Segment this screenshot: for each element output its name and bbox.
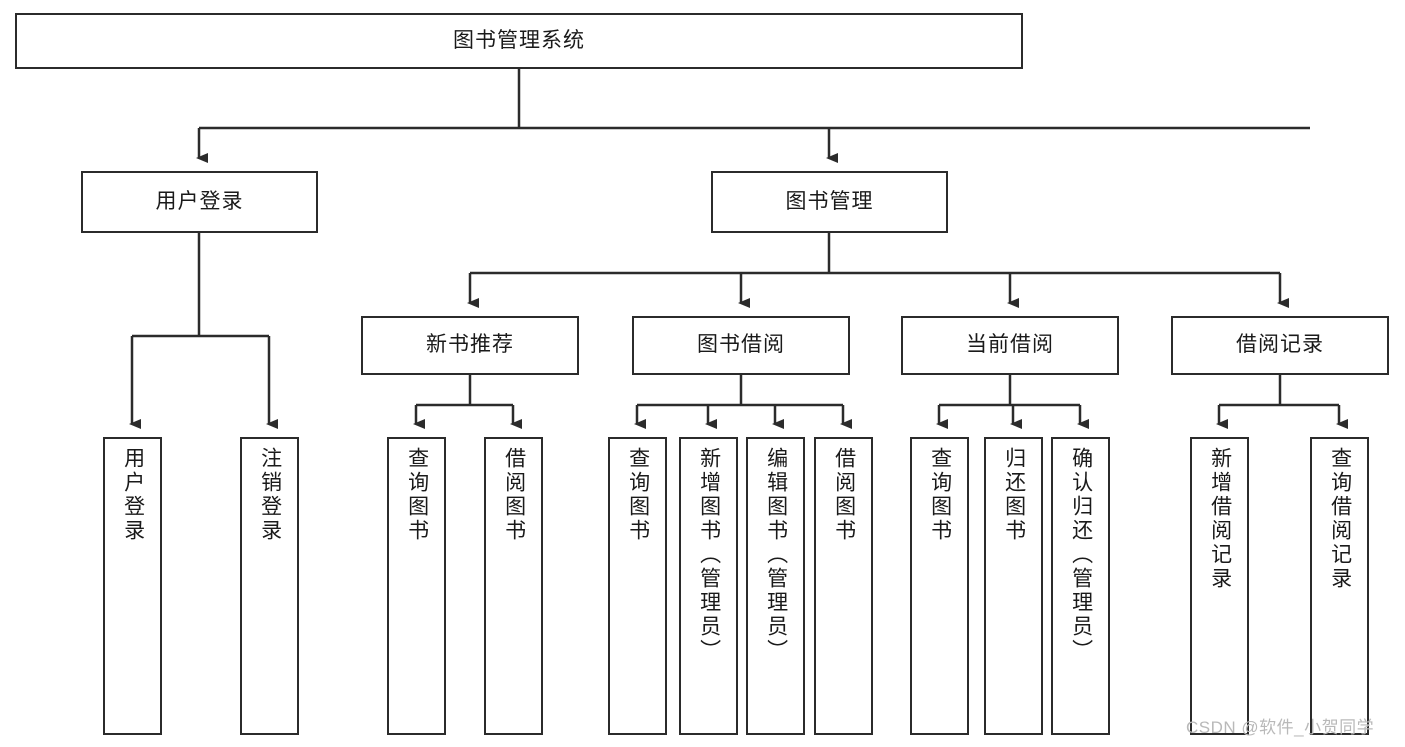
leaf-user-login[interactable]: 用户登录 xyxy=(103,437,162,735)
node-new-book-recommend-label: 新书推荐 xyxy=(426,333,514,357)
leaf-return-book[interactable]: 归还图书 xyxy=(984,437,1043,735)
leaf-query-book-1-label: 查询图书 xyxy=(405,447,429,543)
node-user-login[interactable]: 用户登录 xyxy=(81,171,318,233)
node-root[interactable]: 图书管理系统 xyxy=(15,13,1023,69)
leaf-user-login-label: 用户登录 xyxy=(121,447,145,543)
leaf-user-logout-label: 注销登录 xyxy=(258,447,282,543)
leaf-edit-book-admin[interactable]: 编辑图书（管理员） xyxy=(746,437,805,735)
leaf-return-book-label: 归还图书 xyxy=(1002,447,1026,543)
node-current-borrow[interactable]: 当前借阅 xyxy=(901,316,1119,375)
edge-group-root xyxy=(196,69,1310,163)
leaf-query-book-1[interactable]: 查询图书 xyxy=(387,437,446,735)
leaf-add-borrow-record-label: 新增借阅记录 xyxy=(1208,447,1232,591)
edge-group-new-book-rec xyxy=(413,375,522,429)
edge-group-user-login xyxy=(129,233,278,429)
node-borrow-record-label: 借阅记录 xyxy=(1236,333,1324,357)
node-user-login-label: 用户登录 xyxy=(155,189,244,213)
node-borrow-record[interactable]: 借阅记录 xyxy=(1171,316,1389,375)
edge-group-book-manage xyxy=(467,233,1289,308)
leaf-add-book-admin[interactable]: 新增图书（管理员） xyxy=(679,437,738,735)
node-book-manage[interactable]: 图书管理 xyxy=(711,171,948,233)
leaf-confirm-return-admin-label: 确认归还（管理员） xyxy=(1069,447,1093,663)
leaf-add-book-admin-label: 新增图书（管理员） xyxy=(697,447,721,663)
leaf-borrow-book-2[interactable]: 借阅图书 xyxy=(814,437,873,735)
leaf-borrow-book-1-label: 借阅图书 xyxy=(502,447,526,543)
leaf-add-borrow-record[interactable]: 新增借阅记录 xyxy=(1190,437,1249,735)
leaf-query-book-2[interactable]: 查询图书 xyxy=(608,437,667,735)
leaf-confirm-return-admin[interactable]: 确认归还（管理员） xyxy=(1051,437,1110,735)
leaf-user-logout[interactable]: 注销登录 xyxy=(240,437,299,735)
node-book-borrow[interactable]: 图书借阅 xyxy=(632,316,850,375)
node-book-borrow-label: 图书借阅 xyxy=(697,333,785,357)
node-root-label: 图书管理系统 xyxy=(453,28,585,52)
node-new-book-recommend[interactable]: 新书推荐 xyxy=(361,316,579,375)
edge-group-borrow-record xyxy=(1216,375,1348,429)
edge-group-book-borrow xyxy=(634,375,852,429)
leaf-query-book-2-label: 查询图书 xyxy=(626,447,650,543)
leaf-query-borrow-record[interactable]: 查询借阅记录 xyxy=(1310,437,1369,735)
leaf-borrow-book-2-label: 借阅图书 xyxy=(832,447,856,543)
leaf-query-borrow-record-label: 查询借阅记录 xyxy=(1328,447,1352,591)
node-current-borrow-label: 当前借阅 xyxy=(966,333,1054,357)
leaf-edit-book-admin-label: 编辑图书（管理员） xyxy=(764,447,788,663)
leaf-query-book-3[interactable]: 查询图书 xyxy=(910,437,969,735)
node-book-manage-label: 图书管理 xyxy=(785,189,874,213)
leaf-borrow-book-1[interactable]: 借阅图书 xyxy=(484,437,543,735)
edge-group-current-borrow xyxy=(936,375,1089,429)
leaf-query-book-3-label: 查询图书 xyxy=(928,447,952,543)
